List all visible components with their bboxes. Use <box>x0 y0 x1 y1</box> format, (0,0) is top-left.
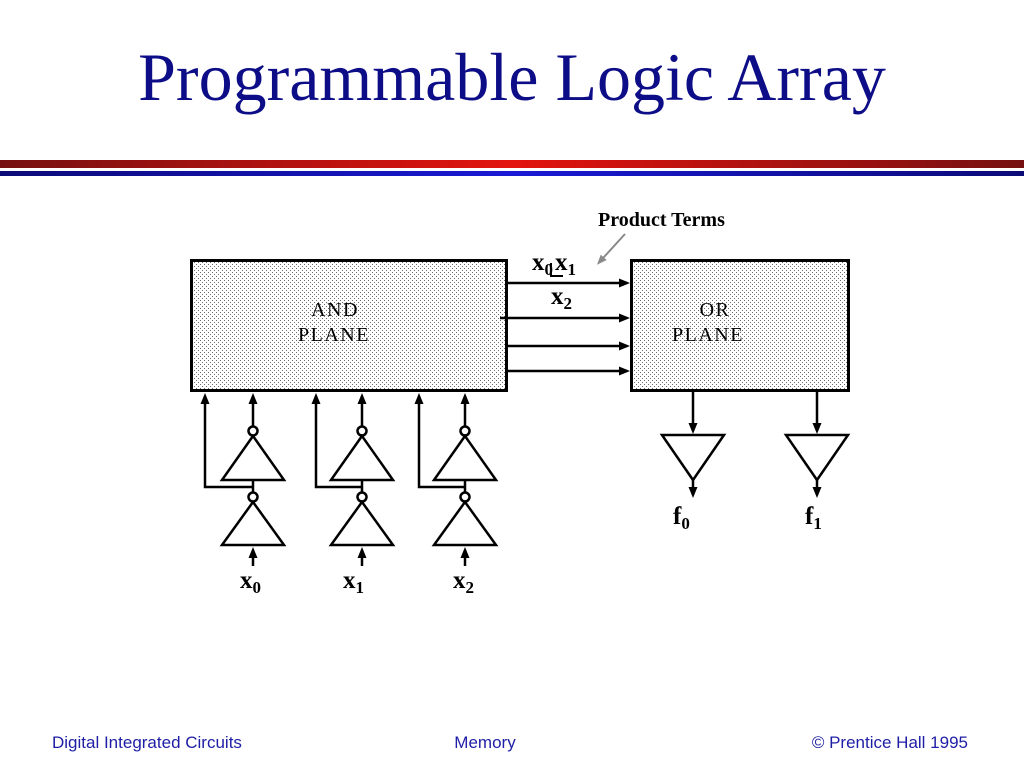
input-subscript: 2 <box>466 578 475 597</box>
input-inverter-triangle <box>328 499 396 547</box>
input-variable: x <box>240 567 253 594</box>
input-inverter-triangle <box>431 499 499 547</box>
input-variable: x <box>343 567 356 594</box>
input-subscript: 0 <box>253 578 262 597</box>
and-plane: AND PLANE <box>190 259 508 392</box>
product-term-subscript: 2 <box>564 294 573 313</box>
input-label: x2 <box>453 567 474 597</box>
title-rule-red <box>0 160 1024 168</box>
product-term-variable: x <box>555 249 568 276</box>
output-subscript: 0 <box>681 514 690 533</box>
input-label: x1 <box>343 567 364 597</box>
output-buffer-triangle <box>783 433 851 483</box>
product-term-lines <box>500 278 630 376</box>
true-input-wire <box>414 393 465 489</box>
slide-footer: Digital Integrated Circuits Memory © Pre… <box>52 733 968 752</box>
product-term-variable: x <box>551 283 564 310</box>
product-term-bracket <box>550 263 563 277</box>
slide-title: Programmable Logic Array <box>138 39 886 115</box>
or-plane-label-top: OR <box>700 299 731 321</box>
inverter-triangle <box>431 433 499 482</box>
product-terms-pointer-arrow <box>596 233 626 265</box>
and-plane-box <box>190 259 508 392</box>
output-variable: f <box>673 503 682 530</box>
product-terms-annotation: Product Terms <box>598 209 725 231</box>
or-plane-label-bottom: PLANE <box>672 324 744 346</box>
output-variable: f <box>805 503 814 530</box>
product-term-variable: x <box>532 249 545 276</box>
and-plane-label-top: AND <box>311 299 359 321</box>
input-column: x1 <box>311 393 396 597</box>
inverter-triangle <box>219 433 287 482</box>
output-column: f1 <box>783 392 851 533</box>
input-subscript: 1 <box>356 578 365 597</box>
product-term-label: x0x1 <box>532 249 576 279</box>
product-term-label: x2 <box>551 283 572 313</box>
output-subscript: 1 <box>813 514 822 533</box>
input-label: x0 <box>240 567 261 597</box>
product-term-subscript: 1 <box>568 260 577 279</box>
output-label: f0 <box>673 503 690 533</box>
footer-copyright: © Prentice Hall 1995 <box>812 733 968 752</box>
output-buffer-triangle <box>659 433 727 483</box>
true-input-wire <box>200 393 253 489</box>
footer-course-title: Digital Integrated Circuits <box>52 733 242 752</box>
or-plane: OR PLANE <box>630 259 850 392</box>
input-inverter-triangle <box>219 499 287 547</box>
and-plane-label-bottom: PLANE <box>298 324 370 346</box>
pla-diagram: Product Terms AND PLANE OR PLANE x0x1 x2 <box>190 209 851 597</box>
inverter-triangle <box>328 433 396 482</box>
input-variable: x <box>453 567 466 594</box>
output-label: f1 <box>805 503 822 533</box>
title-rule-blue <box>0 171 1024 176</box>
or-plane-box <box>630 259 850 392</box>
product-term-subscript: 0 <box>545 260 554 279</box>
true-input-wire <box>311 393 362 489</box>
input-column: x0 <box>200 393 287 597</box>
input-column: x2 <box>414 393 499 597</box>
footer-chapter: Memory <box>454 733 516 752</box>
output-column: f0 <box>659 392 727 533</box>
